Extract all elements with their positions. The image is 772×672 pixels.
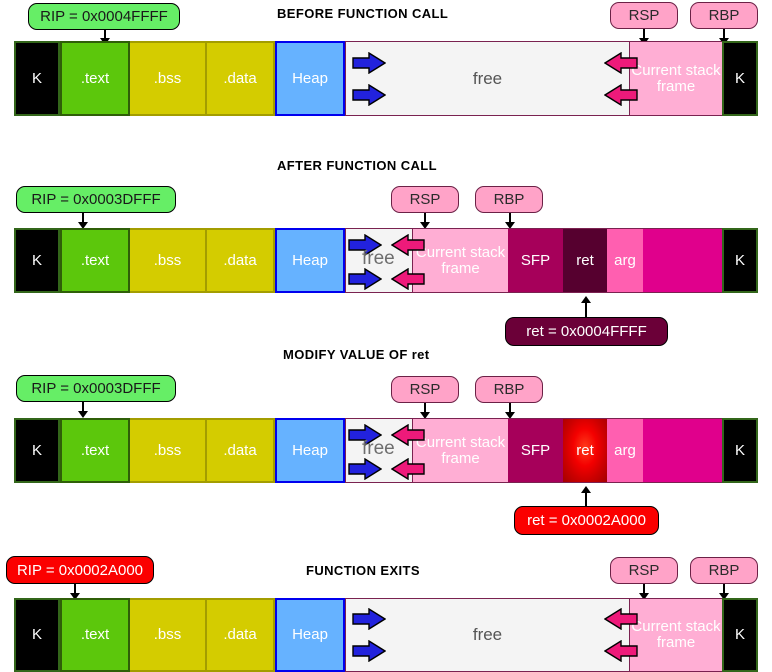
segment-ret: ret: [563, 228, 607, 293]
segment-text: .text: [60, 418, 130, 483]
heap-growth-arrow-icon-bottom-2: [348, 268, 382, 290]
segment-kernel: K: [14, 41, 60, 116]
segment-arg: arg: [607, 228, 643, 293]
segment-stack-remainder: [643, 418, 722, 483]
segment-arg: arg: [607, 418, 643, 483]
segment-data: .data: [207, 598, 275, 672]
segment-bss: .bss: [130, 598, 207, 672]
heap-growth-arrow-icon-top-4: [352, 608, 386, 630]
segment-text: .text: [60, 598, 130, 672]
rbp-pointer-arrow-panel-3: [504, 403, 516, 419]
segment-data: .data: [207, 41, 275, 116]
rbp-chip-panel-3: RBP: [475, 376, 543, 403]
segment-bss: .bss: [130, 41, 207, 116]
segment-sfp: SFP: [508, 228, 563, 293]
heap-growth-arrow-icon-top-3: [348, 424, 382, 446]
rbp-chip-panel-2: RBP: [475, 186, 543, 213]
segment-kernel-high: K: [722, 228, 758, 293]
rbp-pointer-arrow-panel-4: [718, 584, 730, 600]
rip-pointer-arrow-panel-2: [77, 213, 89, 229]
rip-chip-panel-2: RIP = 0x0003DFFF: [16, 186, 176, 213]
rsp-pointer-arrow-panel-3: [419, 403, 431, 419]
rip-chip-panel-4: RIP = 0x0002A000: [6, 556, 154, 584]
heap-growth-arrow-icon-bottom-4: [352, 640, 386, 662]
segment-free: free: [345, 41, 630, 116]
segment-kernel: K: [14, 598, 60, 672]
rsp-chip-panel-1: RSP: [610, 2, 678, 29]
segment-kernel-high: K: [722, 41, 758, 116]
stack-growth-arrow-icon-top-2: [391, 234, 425, 256]
segment-current-stack-frame: Current stack frame: [413, 228, 508, 293]
segment-stack-remainder: [643, 228, 722, 293]
segment-ret-modified: ret: [563, 418, 607, 483]
segment-text: .text: [60, 41, 130, 116]
segment-kernel: K: [14, 418, 60, 483]
segment-free: free: [345, 598, 630, 672]
segment-heap: Heap: [275, 598, 345, 672]
segment-heap: Heap: [275, 228, 345, 293]
segment-data: .data: [207, 418, 275, 483]
segment-sfp: SFP: [508, 418, 563, 483]
panel-title-function-exits: FUNCTION EXITS: [306, 563, 420, 578]
rip-chip-panel-1: RIP = 0x0004FFFF: [28, 3, 180, 30]
rip-chip-panel-3: RIP = 0x0003DFFF: [16, 375, 176, 402]
segment-heap: Heap: [275, 41, 345, 116]
segment-current-stack-frame: Current stack frame: [630, 41, 722, 116]
ret-callout-panel-3: ret = 0x0002A000: [514, 506, 659, 535]
rsp-chip-panel-2: RSP: [391, 186, 459, 213]
rip-pointer-arrow-panel-3: [77, 402, 89, 418]
segment-current-stack-frame: Current stack frame: [413, 418, 508, 483]
rsp-chip-panel-3: RSP: [391, 376, 459, 403]
stack-growth-arrow-icon-top-3: [391, 424, 425, 446]
segment-bss: .bss: [130, 228, 207, 293]
ret-callout-arrow-panel-2: [580, 296, 592, 318]
rsp-pointer-arrow-panel-2: [419, 213, 431, 229]
segment-heap: Heap: [275, 418, 345, 483]
ret-callout-arrow-panel-3: [580, 486, 592, 508]
memory-bar-panel-1: K .text .bss .data Heap free Current sta…: [14, 41, 758, 116]
segment-kernel-high: K: [722, 598, 758, 672]
panel-title-after-function-call: AFTER FUNCTION CALL: [277, 158, 437, 173]
segment-bss: .bss: [130, 418, 207, 483]
rsp-chip-panel-4: RSP: [610, 557, 678, 584]
memory-bar-panel-2: K .text .bss .data Heap Current stack fr…: [14, 228, 758, 293]
panel-title-modify-value-of-ret: MODIFY VALUE OF ret: [283, 347, 430, 362]
heap-growth-arrow-icon-bottom-1: [352, 84, 386, 106]
memory-bar-panel-3: K .text .bss .data Heap Current stack fr…: [14, 418, 758, 483]
stack-growth-arrow-icon-top-1: [604, 52, 638, 74]
segment-current-stack-frame: Current stack frame: [630, 598, 722, 672]
rbp-pointer-arrow-panel-2: [504, 213, 516, 229]
memory-bar-panel-4: K .text .bss .data Heap free Current sta…: [14, 598, 758, 672]
panel-title-before-function-call: BEFORE FUNCTION CALL: [277, 6, 449, 21]
segment-text: .text: [60, 228, 130, 293]
rbp-chip-panel-1: RBP: [690, 2, 758, 29]
stack-growth-arrow-icon-top-4: [604, 608, 638, 630]
segment-data: .data: [207, 228, 275, 293]
heap-growth-arrow-icon-top-2: [348, 234, 382, 256]
rsp-pointer-arrow-panel-4: [638, 584, 650, 600]
stack-growth-arrow-icon-bottom-2: [391, 268, 425, 290]
segment-kernel: K: [14, 228, 60, 293]
segment-kernel-high: K: [722, 418, 758, 483]
stack-growth-arrow-icon-bottom-1: [604, 84, 638, 106]
heap-growth-arrow-icon-bottom-3: [348, 458, 382, 480]
rip-pointer-arrow-panel-4: [69, 584, 81, 600]
rbp-chip-panel-4: RBP: [690, 557, 758, 584]
heap-growth-arrow-icon-top-1: [352, 52, 386, 74]
stack-growth-arrow-icon-bottom-3: [391, 458, 425, 480]
stack-growth-arrow-icon-bottom-4: [604, 640, 638, 662]
ret-callout-panel-2: ret = 0x0004FFFF: [505, 317, 668, 346]
